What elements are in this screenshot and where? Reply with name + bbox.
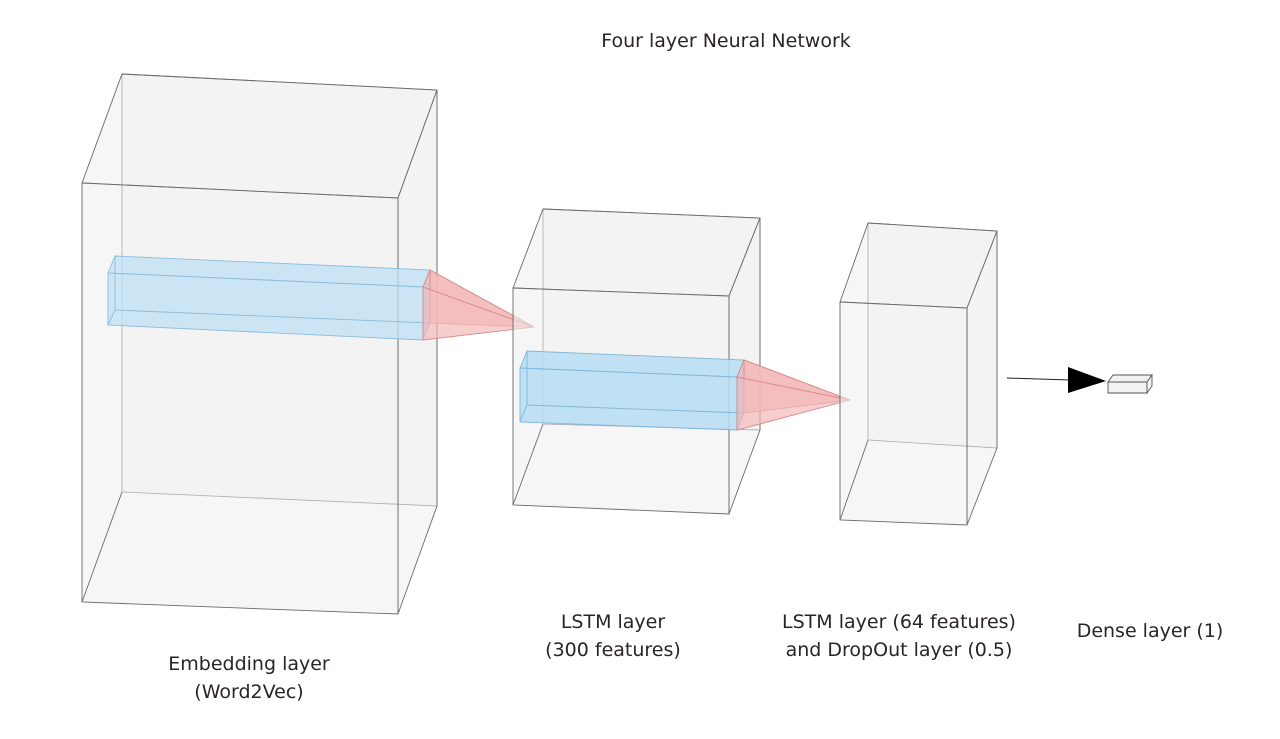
lstm2-layer-box: [839, 222, 998, 526]
lstm1-layer-label: LSTM layer (300 features): [545, 608, 681, 664]
embedding-layer-label-line-1: Embedding layer: [168, 653, 330, 675]
lstm2-layer-label-line-2: and DropOut layer (0.5): [785, 639, 1013, 661]
lstm1-layer-label-line-2: (300 features): [545, 639, 681, 661]
lstm2-layer-label-line-1: LSTM layer (64 features): [782, 611, 1016, 633]
embedding-cone: [422, 269, 535, 341]
lstm1-layer-label-line-1: LSTM layer: [560, 611, 666, 633]
embedding-filter: [107, 255, 431, 341]
lstm2-layer-label: LSTM layer (64 features) and DropOut lay…: [782, 608, 1016, 664]
lstm1-cone: [736, 359, 851, 431]
dense-layer-label-line-1: Dense layer (1): [1076, 620, 1224, 642]
dense-layer-box: [1107, 373, 1153, 395]
embedding-layer-label-line-2: (Word2Vec): [194, 681, 304, 703]
diagram-title: Four layer Neural Network: [601, 30, 851, 52]
dense-layer-label: Dense layer (1): [1077, 617, 1224, 645]
arrow-to-dense: [1006, 367, 1106, 393]
embedding-layer-label: Embedding layer (Word2Vec): [168, 650, 329, 706]
embedding-layer-box: [81, 73, 438, 615]
lstm1-filter: [519, 350, 745, 431]
